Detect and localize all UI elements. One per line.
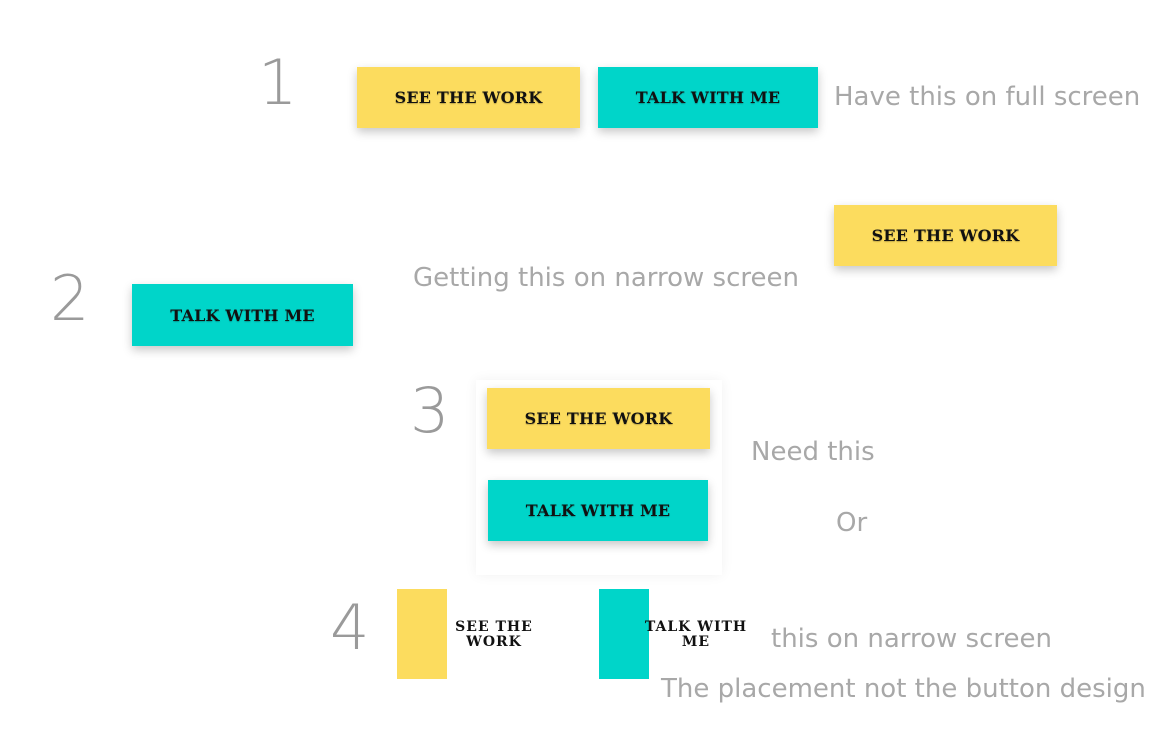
note-or: Or (836, 508, 868, 538)
see-the-work-label-line1: SEE THE (455, 619, 533, 635)
note-need-this: Need this (751, 437, 875, 467)
talk-with-me-label-line1: TALK WITH (644, 619, 748, 635)
note-full-screen: Have this on full screen (834, 82, 1141, 112)
note-placement: The placement not the button design (661, 674, 1146, 704)
talk-with-me-button[interactable]: TALK WITH ME (598, 67, 818, 128)
talk-with-me-color-bar[interactable] (599, 589, 649, 679)
see-the-work-label[interactable]: SEE THE WORK (447, 620, 541, 650)
talk-with-me-label-line2: ME (681, 634, 711, 650)
step-number-1: 1 (258, 46, 298, 119)
see-the-work-button[interactable]: SEE THE WORK (487, 388, 710, 449)
talk-with-me-button[interactable]: TALK WITH ME (488, 480, 708, 541)
step-number-3: 3 (410, 374, 450, 447)
talk-with-me-label[interactable]: TALK WITH ME (644, 620, 748, 650)
note-narrow-getting: Getting this on narrow screen (413, 263, 799, 293)
see-the-work-button[interactable]: SEE THE WORK (357, 67, 580, 128)
note-this-narrow: this on narrow screen (771, 624, 1052, 654)
see-the-work-color-bar[interactable] (397, 589, 447, 679)
step-number-2: 2 (50, 262, 90, 335)
talk-with-me-button[interactable]: TALK WITH ME (132, 284, 353, 346)
see-the-work-label-line2: WORK (466, 634, 522, 650)
see-the-work-button[interactable]: SEE THE WORK (834, 205, 1057, 266)
step-number-4: 4 (330, 591, 370, 664)
